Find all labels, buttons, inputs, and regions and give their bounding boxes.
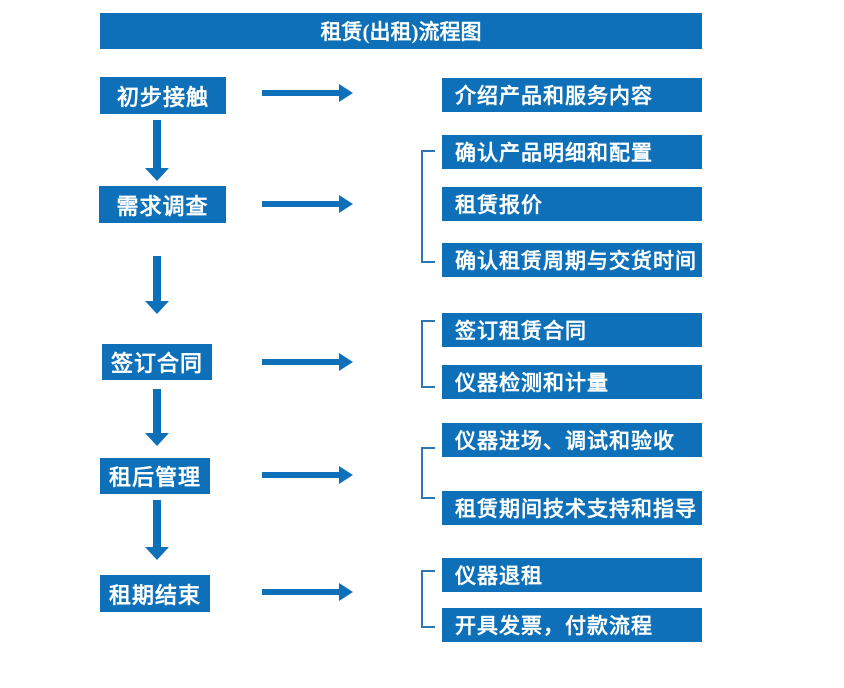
detail-box: 开具发票，付款流程 (442, 608, 702, 642)
detail-box: 签订租赁合同 (442, 313, 702, 347)
group-bracket (421, 150, 435, 263)
arrow-head (145, 168, 169, 181)
stage-demand-survey: 需求调查 (99, 186, 226, 223)
arrow-head (339, 466, 353, 484)
arrow-head (339, 84, 353, 102)
detail-box: 仪器检测和计量 (442, 365, 702, 399)
down-arrow (145, 256, 169, 314)
arrow-head (339, 353, 353, 371)
flowchart-title: 租赁(出租)流程图 (100, 13, 702, 49)
right-arrow (262, 195, 353, 213)
arrow-head (145, 547, 169, 560)
arrow-shaft (262, 472, 340, 478)
right-arrow (262, 583, 353, 601)
arrow-shaft (262, 359, 340, 365)
down-arrow (145, 500, 169, 560)
arrow-head (339, 583, 353, 601)
right-arrow (262, 84, 353, 102)
stage-post-rental-management: 租后管理 (100, 458, 210, 494)
arrow-shaft (262, 589, 340, 595)
stage-contract-signing: 签订合同 (102, 344, 212, 380)
group-bracket (421, 320, 435, 388)
arrow-head (145, 301, 169, 314)
detail-box: 介绍产品和服务内容 (442, 78, 702, 112)
down-arrow (145, 120, 169, 181)
arrow-shaft (153, 256, 161, 302)
detail-box: 确认租赁周期与交货时间 (442, 243, 702, 277)
stage-rental-end: 租期结束 (100, 575, 210, 612)
detail-box: 仪器进场、调试和验收 (442, 423, 702, 457)
detail-box: 确认产品明细和配置 (442, 135, 702, 169)
group-bracket (421, 447, 435, 499)
group-bracket (421, 570, 435, 628)
detail-box: 租赁报价 (442, 187, 702, 221)
down-arrow (145, 389, 169, 446)
right-arrow (262, 466, 353, 484)
arrow-shaft (262, 201, 340, 207)
arrow-shaft (262, 90, 340, 96)
detail-box: 仪器退租 (442, 558, 702, 592)
arrow-head (145, 433, 169, 446)
arrow-shaft (153, 500, 161, 548)
detail-box: 租赁期间技术支持和指导 (442, 491, 702, 525)
stage-initial-contact: 初步接触 (100, 77, 226, 114)
right-arrow (262, 353, 353, 371)
arrow-shaft (153, 389, 161, 434)
arrow-head (339, 195, 353, 213)
arrow-shaft (153, 120, 161, 169)
